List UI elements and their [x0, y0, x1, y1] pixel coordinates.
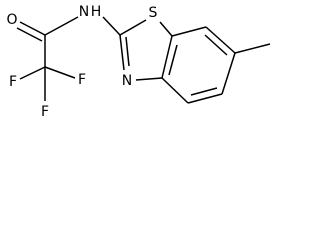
bond-c6-c5	[221, 52, 236, 95]
bond-n-c2	[102, 16, 121, 36]
bond-carbonyl-o-2	[16, 27, 43, 42]
atom-labels: F F F O N H S N	[6, 4, 157, 120]
bond-c5-c4	[187, 93, 223, 104]
atom-s: S	[149, 5, 158, 21]
atom-n-amide: N	[79, 4, 89, 20]
atom-f-right: F	[78, 72, 86, 88]
bond-c7a-c7	[171, 26, 207, 37]
bond-c2-n3-2	[125, 36, 130, 67]
bond-s-c7a	[159, 21, 173, 37]
bond-carbonyl-n	[44, 16, 79, 36]
bond-c2-s	[119, 19, 147, 36]
bond-c7-c6	[205, 26, 236, 54]
atom-h-amide: H	[91, 4, 102, 20]
bond-inner-c7-c6	[204, 34, 228, 56]
bond-carbonyl-o-1	[19, 21, 46, 36]
bonds	[16, 16, 271, 104]
molecule-structure: F F F O N H S N	[6, 4, 271, 120]
atom-f-left: F	[9, 74, 17, 90]
atom-n-ring: N	[122, 73, 132, 89]
bond-c7a-c3a	[161, 35, 173, 79]
bond-cf3-f-left	[19, 66, 46, 80]
bond-inner-c7a-c3a	[168, 44, 178, 76]
atom-f-bottom: F	[41, 104, 49, 120]
bond-cf3-f-right	[44, 66, 76, 79]
bond-c6-methyl	[234, 43, 271, 54]
bond-inner-c5-c4	[190, 87, 218, 96]
atom-o: O	[6, 12, 17, 28]
bond-n3-c3a	[135, 77, 163, 81]
bond-c2-n3-1	[119, 34, 125, 71]
bond-c4-c3a	[161, 77, 189, 104]
